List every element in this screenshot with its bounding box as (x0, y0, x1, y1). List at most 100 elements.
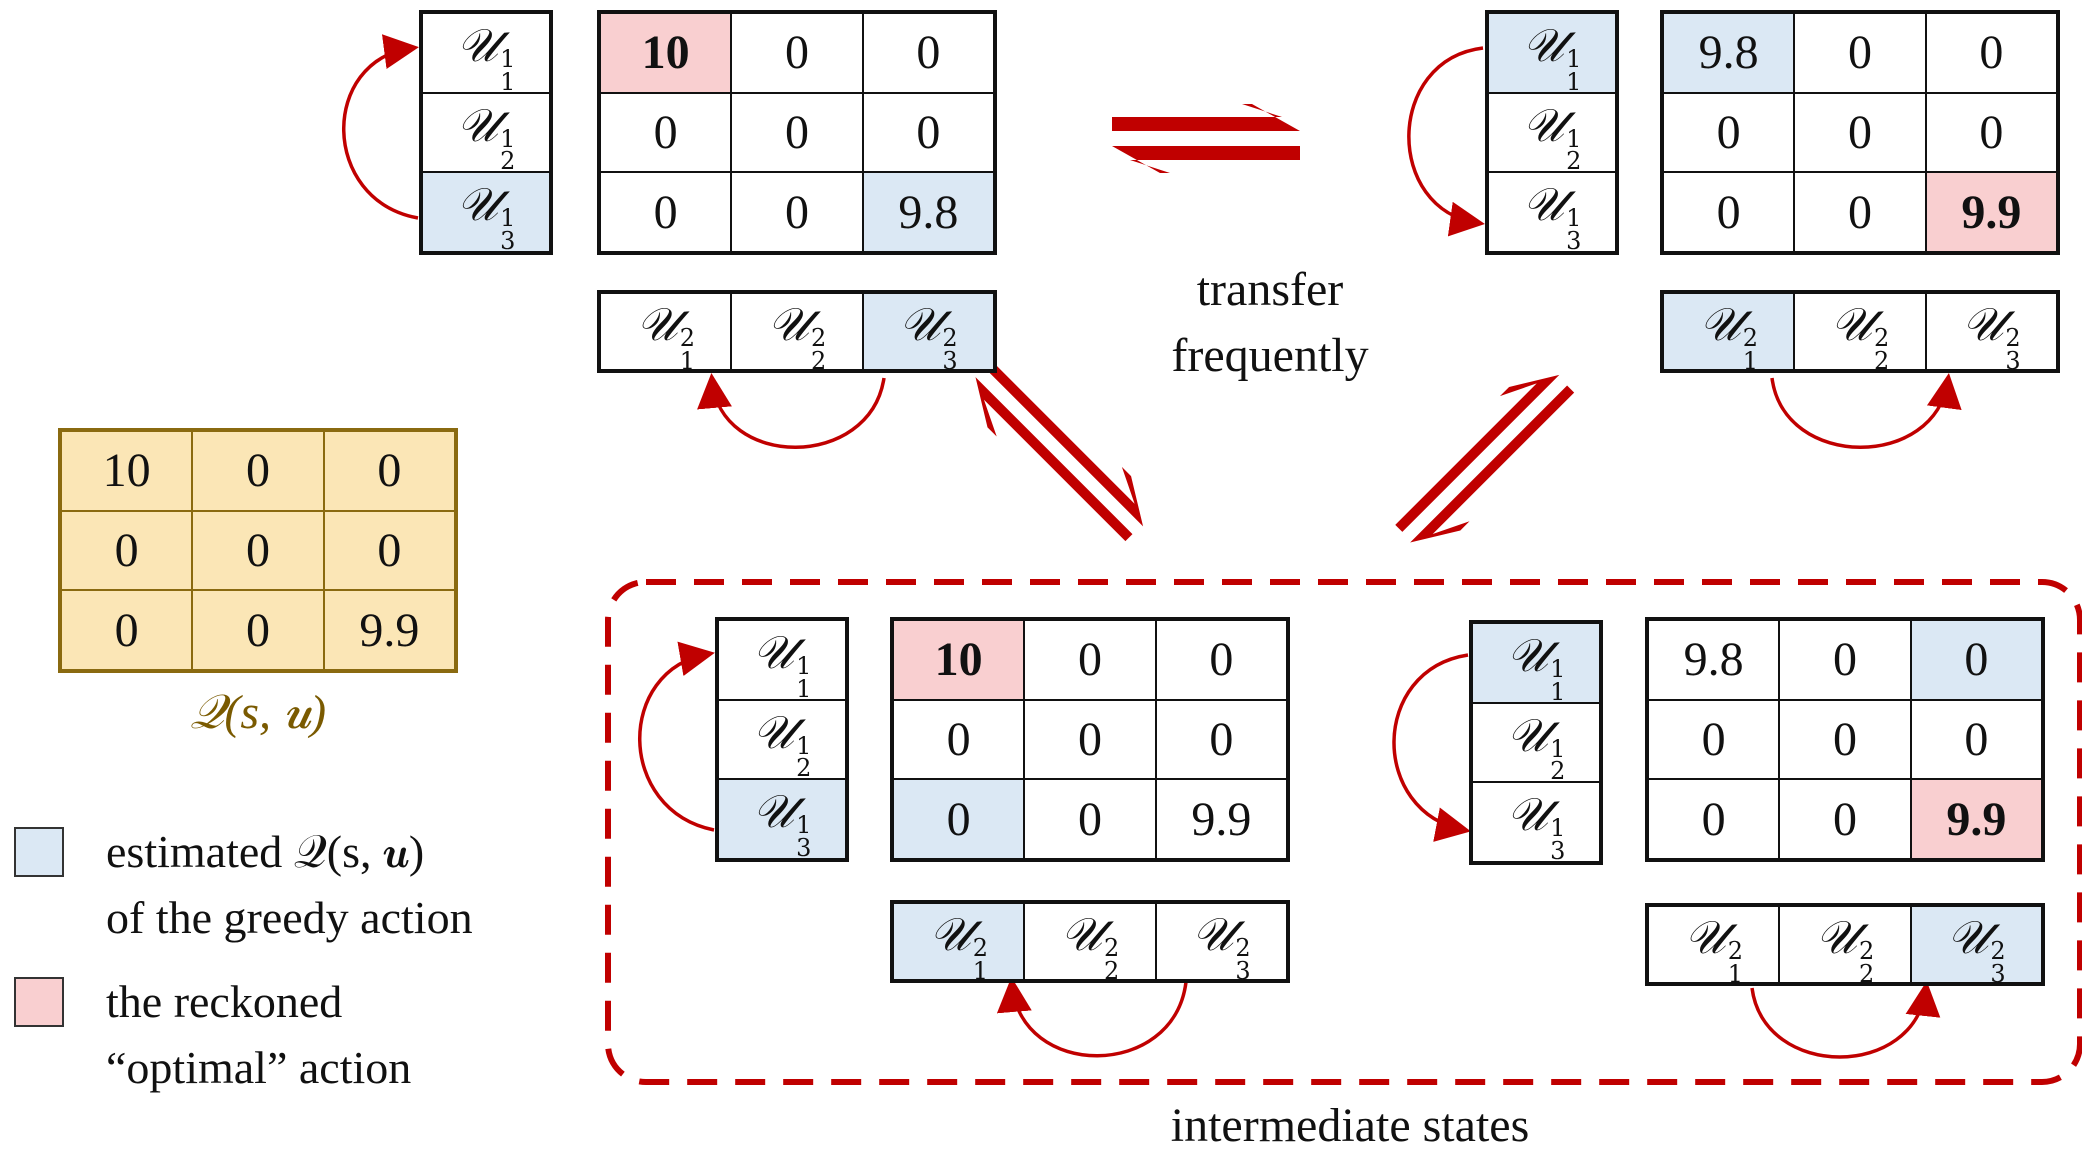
agent-index: 1 (1550, 655, 1566, 684)
q-cell: 0 (731, 13, 863, 93)
legend-optimal-line2: “optimal” action (106, 1042, 412, 1093)
action-index: 1 (972, 956, 988, 985)
intermediate-states-label: intermediate states (1170, 1099, 1530, 1152)
action-letter: 𝒰 (1191, 906, 1234, 961)
q-cell: 0 (1663, 92, 1795, 173)
true-q-cell: 0 (61, 590, 193, 670)
q-cell: 9.9 (1925, 172, 2057, 252)
action-letter: 𝒰 (1961, 296, 2004, 351)
q-cell: 10 (600, 13, 732, 93)
agent2-arrow-bottom-left (996, 977, 1188, 1058)
q-cell: 9.9 (1155, 779, 1287, 859)
q-cell: 9.8 (1663, 13, 1795, 93)
true-q-caption: 𝒬(s, 𝒖) (189, 686, 327, 739)
agent1-arrow-bottom-left (638, 641, 715, 832)
agent-index: 2 (1990, 936, 2006, 965)
q-cell: 0 (1024, 779, 1156, 859)
action-index: 1 (679, 346, 695, 375)
action-letter: 𝒰 (752, 784, 795, 839)
action-index: 3 (1566, 227, 1582, 256)
action-letter: 𝒰 (1815, 909, 1858, 964)
action-index: 1 (1566, 67, 1582, 96)
action-index: 3 (1235, 956, 1251, 985)
agent1-arrow-bottom-right (1392, 653, 1471, 842)
true-q-cell: 9.9 (323, 590, 455, 670)
q-cell: 0 (731, 172, 863, 252)
agent-index: 1 (500, 124, 516, 153)
action-index: 3 (796, 834, 812, 863)
action-index: 2 (1104, 956, 1120, 985)
action-letter: 𝒰 (929, 906, 971, 961)
action-letter: 𝒰 (752, 704, 795, 759)
action-index: 2 (811, 346, 827, 375)
action-letter: 𝒰 (456, 97, 499, 152)
action-letter: 𝒰 (898, 296, 941, 351)
true-q-cell: 0 (61, 510, 193, 591)
action-index: 2 (1874, 346, 1890, 375)
agent-index: 2 (1104, 933, 1120, 962)
q-cell: 0 (1155, 620, 1287, 700)
q-cell: 0 (862, 13, 994, 93)
q-cell: 9.9 (1910, 779, 2042, 859)
agent-index: 2 (811, 323, 827, 352)
action-letter: 𝒰 (767, 296, 810, 351)
action-index: 2 (796, 754, 812, 783)
transfer-harpoons-horizontal (1112, 104, 1300, 173)
agent-index: 1 (500, 45, 516, 74)
true-q-matrix: 10 0 0 0 0 0 0 0 9.9 (58, 428, 458, 673)
agent-index: 2 (1859, 936, 1875, 965)
intermediate-states-box (605, 579, 2082, 1085)
action-letter: 𝒰 (1699, 296, 1741, 351)
true-q-cell: 0 (192, 431, 324, 511)
agent1-arrow-top-left (342, 34, 419, 220)
q-cell: 0 (1024, 699, 1156, 780)
agent-index: 1 (796, 811, 812, 840)
agent1-arrow-top-right (1407, 46, 1485, 237)
agent2-arrow-bottom-right (1750, 981, 1941, 1059)
action-letter: 𝒰 (1506, 707, 1549, 762)
agent-index: 1 (500, 204, 516, 233)
action-index: 1 (1550, 677, 1566, 706)
agent-index: 2 (1874, 323, 1890, 352)
action-index: 2 (1859, 959, 1875, 988)
true-q-cell: 0 (323, 431, 455, 511)
action-letter: 𝒰 (1506, 787, 1549, 842)
q-cell: 0 (862, 92, 994, 173)
agent-index: 1 (796, 731, 812, 760)
true-q-cell: 10 (61, 431, 193, 511)
action-index: 3 (500, 227, 516, 256)
q-cell: 0 (1794, 172, 1926, 252)
legend-swatch-optimal (14, 977, 64, 1027)
action-letter: 𝒰 (636, 296, 678, 351)
q-cell: 0 (1779, 699, 1911, 780)
